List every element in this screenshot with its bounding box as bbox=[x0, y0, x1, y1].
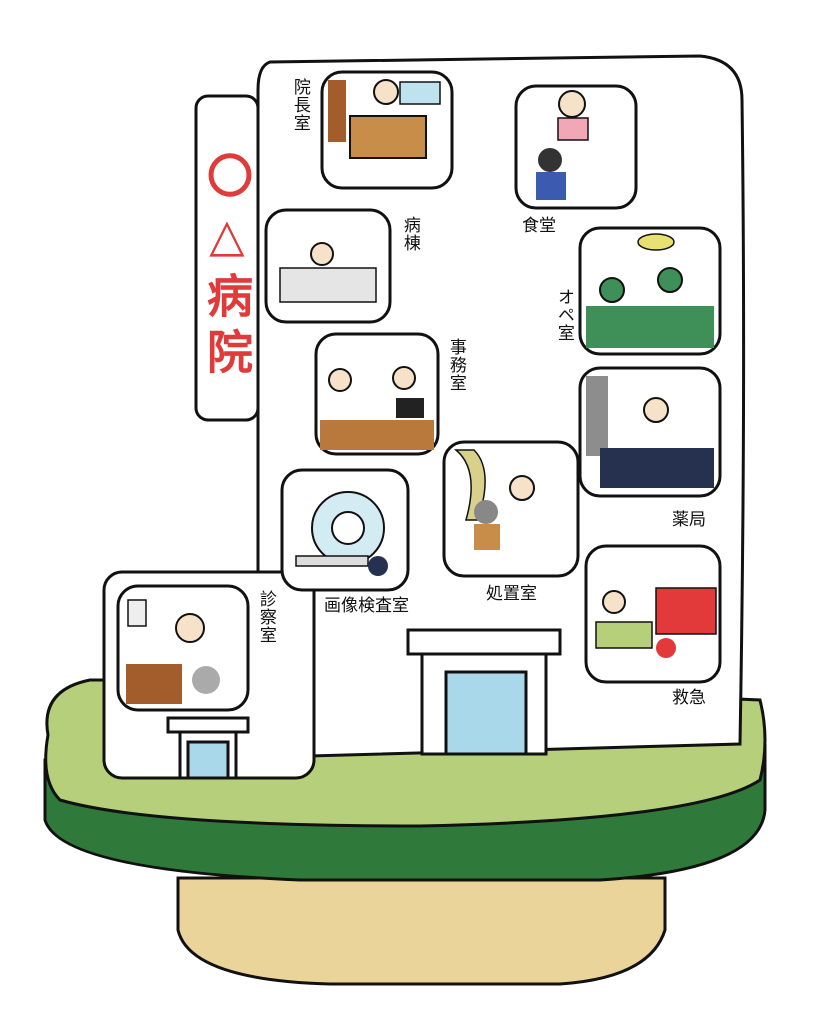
main-entrance bbox=[406, 628, 562, 756]
window-director bbox=[320, 70, 454, 190]
label-director-room: 院長室 bbox=[289, 78, 310, 132]
hospital-sign bbox=[194, 94, 260, 422]
hospital-sign-text: 〇△病院 bbox=[200, 152, 254, 384]
label-cafeteria: 食堂 bbox=[522, 216, 556, 236]
label-operating-room: オペ室 bbox=[553, 288, 574, 342]
window-ward bbox=[264, 208, 392, 324]
window-treatment bbox=[442, 440, 580, 578]
label-imaging-room: 画像検査室 bbox=[324, 596, 409, 616]
label-office: 事務室 bbox=[445, 338, 466, 392]
label-emergency: 救急 bbox=[672, 688, 706, 708]
label-ward: 病棟 bbox=[399, 216, 420, 252]
soil-layer bbox=[176, 876, 667, 986]
label-consultation-room: 診察室 bbox=[255, 590, 276, 644]
window-emergency bbox=[584, 544, 722, 684]
window-consultation bbox=[116, 584, 250, 712]
window-cafeteria bbox=[514, 84, 638, 210]
window-imaging bbox=[280, 468, 410, 592]
hospital-sign-text-wrap: 〇△病院 bbox=[196, 118, 258, 418]
window-office bbox=[314, 332, 440, 456]
window-pharmacy bbox=[578, 366, 722, 498]
window-operating bbox=[578, 226, 722, 356]
label-treatment-room: 処置室 bbox=[486, 584, 537, 604]
label-pharmacy: 薬局 bbox=[672, 510, 706, 530]
